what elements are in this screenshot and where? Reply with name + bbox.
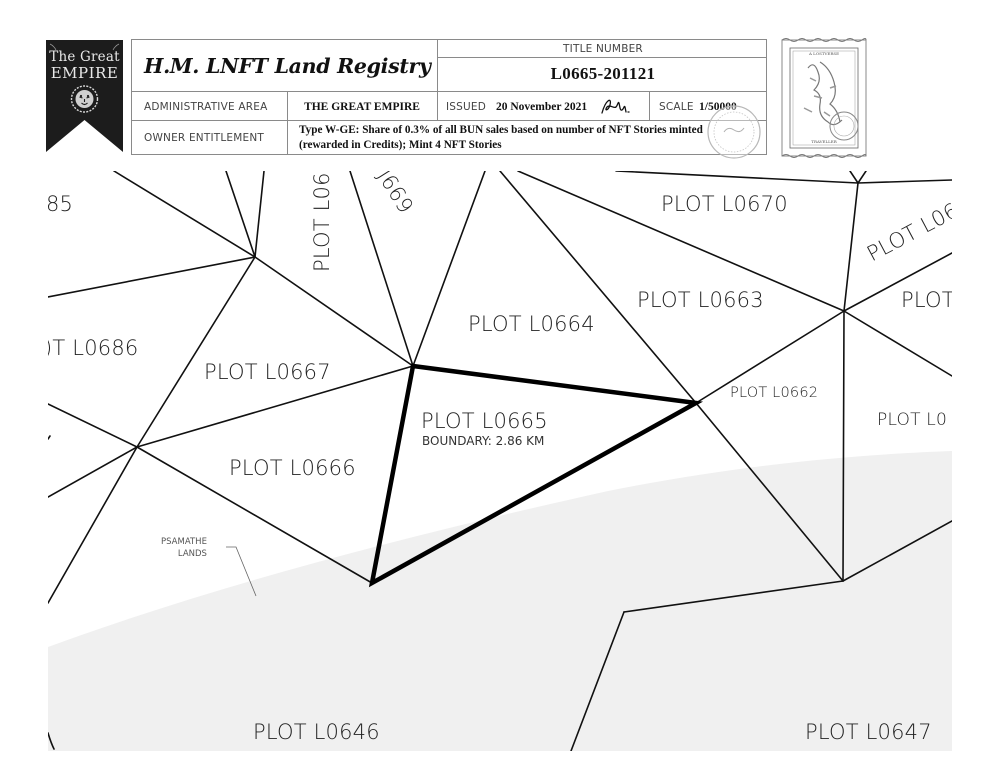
- boundary-line: [695, 310, 845, 404]
- boundary-line: [136, 446, 373, 584]
- owner-entitlement-value: Type W-GE: Share of 0.3% of all BUN sale…: [299, 124, 703, 151]
- badge-banner-shape: [46, 40, 123, 152]
- issued-label: ISSUED: [446, 100, 487, 113]
- boundary-line: [499, 171, 697, 404]
- boundary-line: [570, 611, 625, 751]
- plot-l0665-boundary-length: BOUNDARY: 2.86 KM: [422, 434, 545, 448]
- region-label-psamathe-lands: PSAMATHE LANDS: [161, 536, 207, 560]
- divider: [437, 92, 438, 121]
- owner-entitlement-label: OWNER ENTITLEMENT: [144, 132, 265, 144]
- issued-date: 20 November 2021: [496, 100, 588, 113]
- plot-label-l0670[interactable]: PLOT L0670: [661, 192, 788, 216]
- boundary-line: [254, 256, 414, 367]
- lion-head-icon: [70, 85, 99, 113]
- title-number: L0665-201121: [550, 64, 656, 83]
- registry-header-table: H.M. LNFT Land Registry TITLE NUMBER L06…: [131, 39, 767, 155]
- boundary-line: [136, 256, 256, 448]
- administrative-area-label: ADMINISTRATIVE AREA: [144, 100, 268, 113]
- boundary-line: [857, 179, 952, 184]
- highlighted-plot-l0665-boundary[interactable]: [368, 363, 704, 588]
- boundary-line: [48, 256, 256, 298]
- boundary-line: [517, 171, 845, 312]
- plot-label-l0686[interactable]: )T L0686: [48, 336, 139, 360]
- boundary-line: [48, 403, 138, 448]
- divider: [437, 57, 767, 58]
- boundary-line: [842, 520, 952, 582]
- boundary-line: [842, 310, 845, 582]
- postage-stamp: A LOSTVERSE TRAVELLER: [780, 38, 868, 158]
- divider: [132, 91, 766, 92]
- region-label-line2: LANDS: [177, 549, 207, 559]
- boundary-line: [843, 252, 952, 312]
- plot-label-l0662[interactable]: PLOT L0662: [730, 385, 819, 401]
- plot-boundaries: [48, 171, 952, 751]
- badge-title-line1: The Great: [49, 49, 120, 65]
- plot-label-l0664[interactable]: PLOT L0664: [468, 312, 595, 336]
- plot-label-l0660[interactable]: PLOT L0: [877, 410, 947, 430]
- boundary-line: [695, 402, 844, 582]
- boundary-line: [136, 365, 414, 448]
- plot-label-l0646[interactable]: PLOT L0646: [253, 720, 380, 744]
- administrative-area-value: THE GREAT EMPIRE: [304, 100, 420, 113]
- region-label-line1: PSAMATHE: [161, 537, 207, 547]
- empire-badge: The Great EMPIRE: [46, 40, 123, 152]
- plot-label-l0685[interactable]: 85: [48, 192, 74, 216]
- boundary-line: [48, 732, 55, 750]
- psamathe-lands-region[interactable]: [48, 451, 952, 751]
- divider: [437, 40, 438, 92]
- badge-title-line2: EMPIRE: [50, 64, 119, 82]
- plot-label-l0647[interactable]: PLOT L0647: [805, 720, 932, 744]
- map-canvas: [48, 171, 952, 751]
- boundary-line: [623, 580, 844, 613]
- boundary-line: [857, 171, 867, 184]
- boundary-line: [843, 182, 859, 312]
- scale-label: SCALE: [659, 100, 694, 113]
- plot-label-l0665[interactable]: PLOT L0665: [421, 409, 548, 433]
- plot-label-l0667[interactable]: PLOT L0667: [204, 360, 331, 384]
- plot-label-l0666[interactable]: PLOT L0666: [229, 456, 356, 480]
- divider: [287, 92, 288, 155]
- boundary-line: [849, 171, 859, 184]
- boundary-line: [615, 171, 859, 184]
- boundary-line: [113, 171, 256, 258]
- postage-stamp-icon: A LOSTVERSE TRAVELLER: [781, 38, 867, 158]
- boundary-line: [225, 171, 256, 258]
- land-map[interactable]: 85 PLOT L06 J669 PLOT L0670 PLOT L06 PLO…: [48, 171, 952, 751]
- psamathe-leader-line: [226, 546, 257, 597]
- stamp-bottom-text: TRAVELLER: [811, 139, 837, 144]
- boundary-line: [48, 446, 138, 498]
- scale-value: 1/50000: [699, 100, 737, 113]
- plot-label-l0661[interactable]: PLOT: [901, 288, 952, 312]
- plot-label-l0663[interactable]: PLOT L0663: [637, 288, 764, 312]
- official-seal-icon: [707, 105, 761, 159]
- boundary-line: [412, 171, 486, 367]
- registry-title: H.M. LNFT Land Registry: [144, 54, 431, 78]
- boundary-line: [349, 171, 414, 367]
- stamp-top-text: A LOSTVERSE: [808, 51, 839, 56]
- signature-icon: [601, 99, 630, 114]
- divider: [132, 120, 766, 121]
- boundary-line: [48, 435, 51, 440]
- plot-label-l0668[interactable]: PLOT L06: [310, 172, 334, 272]
- boundary-line: [48, 446, 138, 604]
- title-number-label: TITLE NUMBER: [563, 42, 643, 55]
- boundary-line: [254, 171, 265, 258]
- boundary-line: [843, 310, 952, 377]
- divider: [649, 92, 650, 121]
